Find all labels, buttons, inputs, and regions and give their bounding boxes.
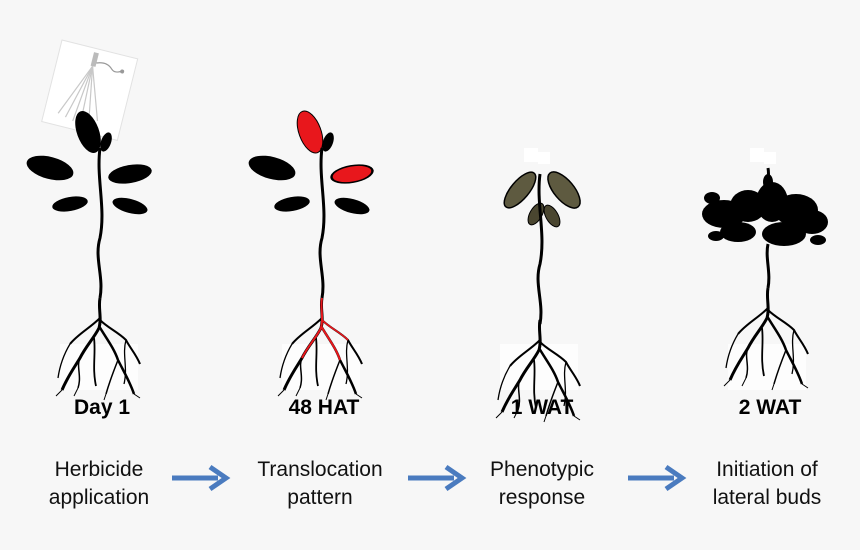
- stage-label-day-1: Day 1: [73, 396, 131, 419]
- stage-label-1-wat: 1 WAT: [510, 396, 574, 419]
- plant-48-hat: [245, 107, 376, 402]
- plant-2-wat: [702, 148, 828, 392]
- description-line: Initiation of: [716, 458, 818, 481]
- stage-description-2: Translocation pattern: [235, 456, 405, 512]
- description-line: pattern: [287, 486, 353, 509]
- description-line: lateral buds: [712, 486, 822, 509]
- stage-label-2-wat: 2 WAT: [738, 396, 802, 419]
- description-line: Translocation: [257, 458, 383, 481]
- arrow-right-icon: [628, 464, 687, 492]
- plant-1-wat: [494, 148, 582, 424]
- description-line: Herbicide: [54, 458, 144, 481]
- description-line: application: [48, 486, 150, 509]
- spray-nozzle-icon: [41, 39, 139, 141]
- description-line: response: [498, 486, 586, 509]
- stage-description-1: Herbicide application: [14, 456, 184, 512]
- plant-day-1: [23, 107, 154, 402]
- stage-label-48-hat: 48 HAT: [288, 396, 360, 419]
- stage-description-4: Initiation of lateral buds: [682, 456, 852, 512]
- description-line: Phenotypic: [490, 458, 594, 481]
- stage-description-3: Phenotypic response: [457, 456, 627, 512]
- arrow-right-icon: [172, 464, 231, 492]
- arrow-right-icon: [408, 464, 467, 492]
